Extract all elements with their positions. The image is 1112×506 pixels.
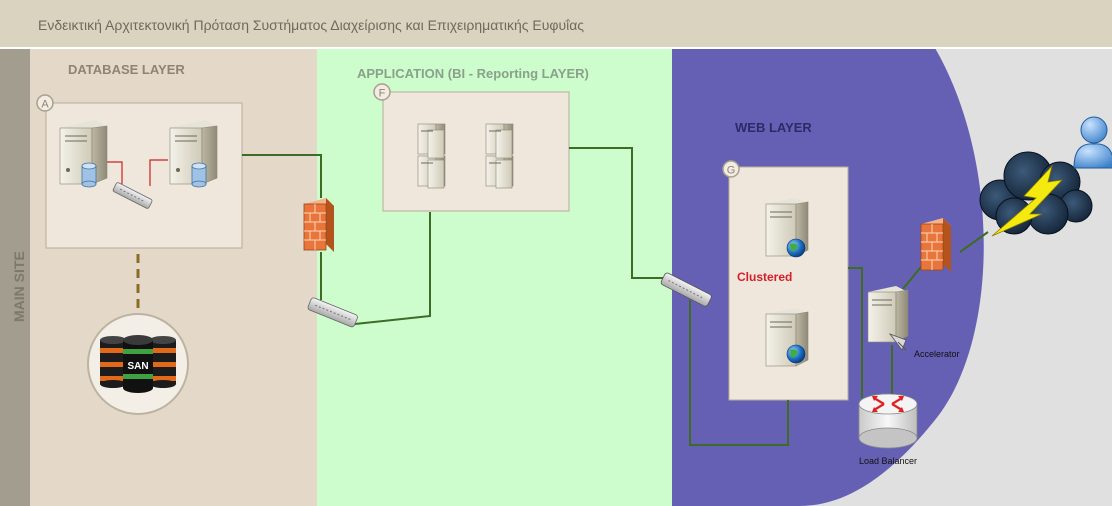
user-icon [1073,116,1112,169]
application-server-stack-2 [485,123,514,189]
accelerator-server-icon [867,286,909,351]
application-switch-icon [307,297,358,328]
zone-marker-f: F [373,83,391,101]
svg-text:F: F [379,88,386,100]
firewall-icon [303,198,334,252]
database-cylinder-icon [81,162,97,188]
web-switch-icon [660,272,712,307]
globe-icon [786,238,806,258]
lightning-icon [991,164,1064,237]
web-server-1 [765,198,809,258]
database-switch-icon [112,182,153,209]
web-server-2 [765,308,809,367]
load-balancer-label: Load Balancer [859,456,917,466]
internet-cloud-icon [979,151,1093,237]
diagram-title: Ενδεικτική Αρχιτεκτονική Πρόταση Συστήμα… [38,17,584,33]
application-layer-label: APPLICATION (BI - Reporting LAYER) [357,66,589,81]
site-strip [0,48,30,506]
san-label: SAN [127,361,148,372]
san-storage-icon [87,313,189,415]
external-firewall-icon [920,218,951,272]
accelerator-label: Accelerator [914,349,960,359]
globe-icon [786,344,806,364]
load-balancer-router-icon [858,393,918,449]
site-label: MAIN SITE [11,251,27,322]
application-server-stack-1 [417,123,446,189]
svg-text:A: A [41,99,49,111]
database-server-2 [169,120,218,188]
zone-marker-g: G [722,160,740,178]
web-layer-label: WEB LAYER [735,120,812,135]
clustered-label: Clustered [737,270,792,284]
title-bar [0,0,1112,48]
database-layer-label: DATABASE LAYER [68,62,185,77]
network-connections [242,147,989,446]
zone-marker-a: A [36,94,54,112]
database-server-1 [59,120,108,188]
application-server-box [382,91,570,212]
database-interconnect [105,159,168,186]
satellite-dish-icon [888,333,907,351]
database-cylinder-icon [191,162,207,188]
svg-text:G: G [727,165,736,177]
